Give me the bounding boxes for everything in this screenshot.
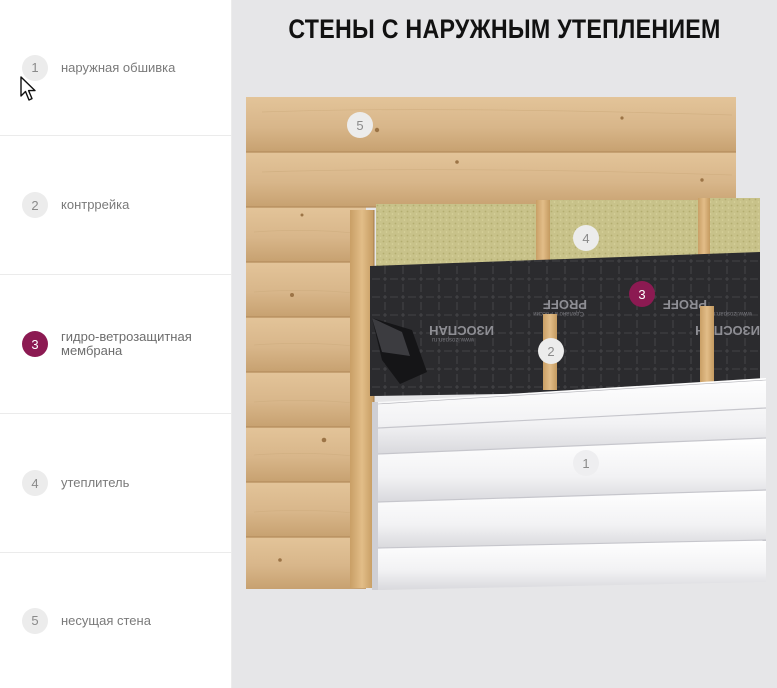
membrane-brand-print: ИЗОСПАН	[429, 323, 494, 338]
marker-1[interactable]: 1	[573, 450, 599, 476]
mouse-cursor-icon	[20, 76, 36, 101]
marker-3[interactable]: 3	[629, 281, 655, 307]
legend-panel: 1 наружная обшивка 2 контррейка 3 гидро-…	[0, 0, 232, 688]
marker-3-label: 3	[638, 287, 645, 302]
marker-4-label: 4	[582, 231, 589, 246]
exterior-siding	[372, 378, 767, 590]
marker-2[interactable]: 2	[538, 338, 564, 364]
legend-number-badge: 1	[22, 54, 48, 81]
legend-item-label: гидро-ветрозащитная мембрана	[61, 329, 192, 358]
legend-number-badge: 5	[22, 607, 48, 634]
legend-item-5[interactable]: 5 несущая стена	[0, 553, 232, 688]
legend-item-1[interactable]: 1 наружная обшивка	[0, 0, 232, 136]
legend-item-2[interactable]: 2 контррейка	[0, 136, 232, 275]
membrane-line-print: PROFF	[663, 297, 707, 312]
membrane-line-print: PROFF	[543, 297, 587, 312]
diagram-title: СТЕНЫ С НАРУЖНЫМ УТЕПЛЕНИЕМ	[288, 14, 721, 44]
membrane-note-print: Сделано в России	[533, 310, 584, 316]
wall-cross-section-diagram: ИЗОСПАН PROFF PROFF ИЗОСПАН www.izospan.…	[246, 97, 767, 590]
marker-5[interactable]: 5	[347, 112, 373, 138]
marker-1-label: 1	[582, 456, 589, 471]
legend-item-label: контррейка	[61, 197, 130, 212]
diagram-stage: СТЕНЫ С НАРУЖНЫМ УТЕПЛЕНИЕМ	[232, 0, 777, 688]
legend-item-label: несущая стена	[61, 612, 151, 628]
legend-number-badge: 4	[22, 470, 48, 496]
membrane-site-print: www.izospan.ru	[432, 336, 475, 342]
legend-item-label: наружная обшивка	[61, 59, 176, 75]
legend-number-badge-active: 3	[22, 331, 48, 357]
legend-item-4[interactable]: 4 утеплитель	[0, 414, 232, 553]
wind-membrane: ИЗОСПАН PROFF PROFF ИЗОСПАН www.izospan.…	[370, 252, 760, 396]
legend-item-3[interactable]: 3 гидро-ветрозащитная мембрана	[0, 275, 232, 414]
marker-2-label: 2	[547, 344, 554, 359]
log-wall	[246, 97, 736, 589]
legend-number-badge: 2	[22, 192, 48, 218]
marker-5-label: 5	[356, 118, 363, 133]
marker-4[interactable]: 4	[573, 225, 599, 251]
membrane-site-print: www.izospan.ru	[710, 310, 753, 316]
legend-item-label: утеплитель	[61, 475, 130, 490]
